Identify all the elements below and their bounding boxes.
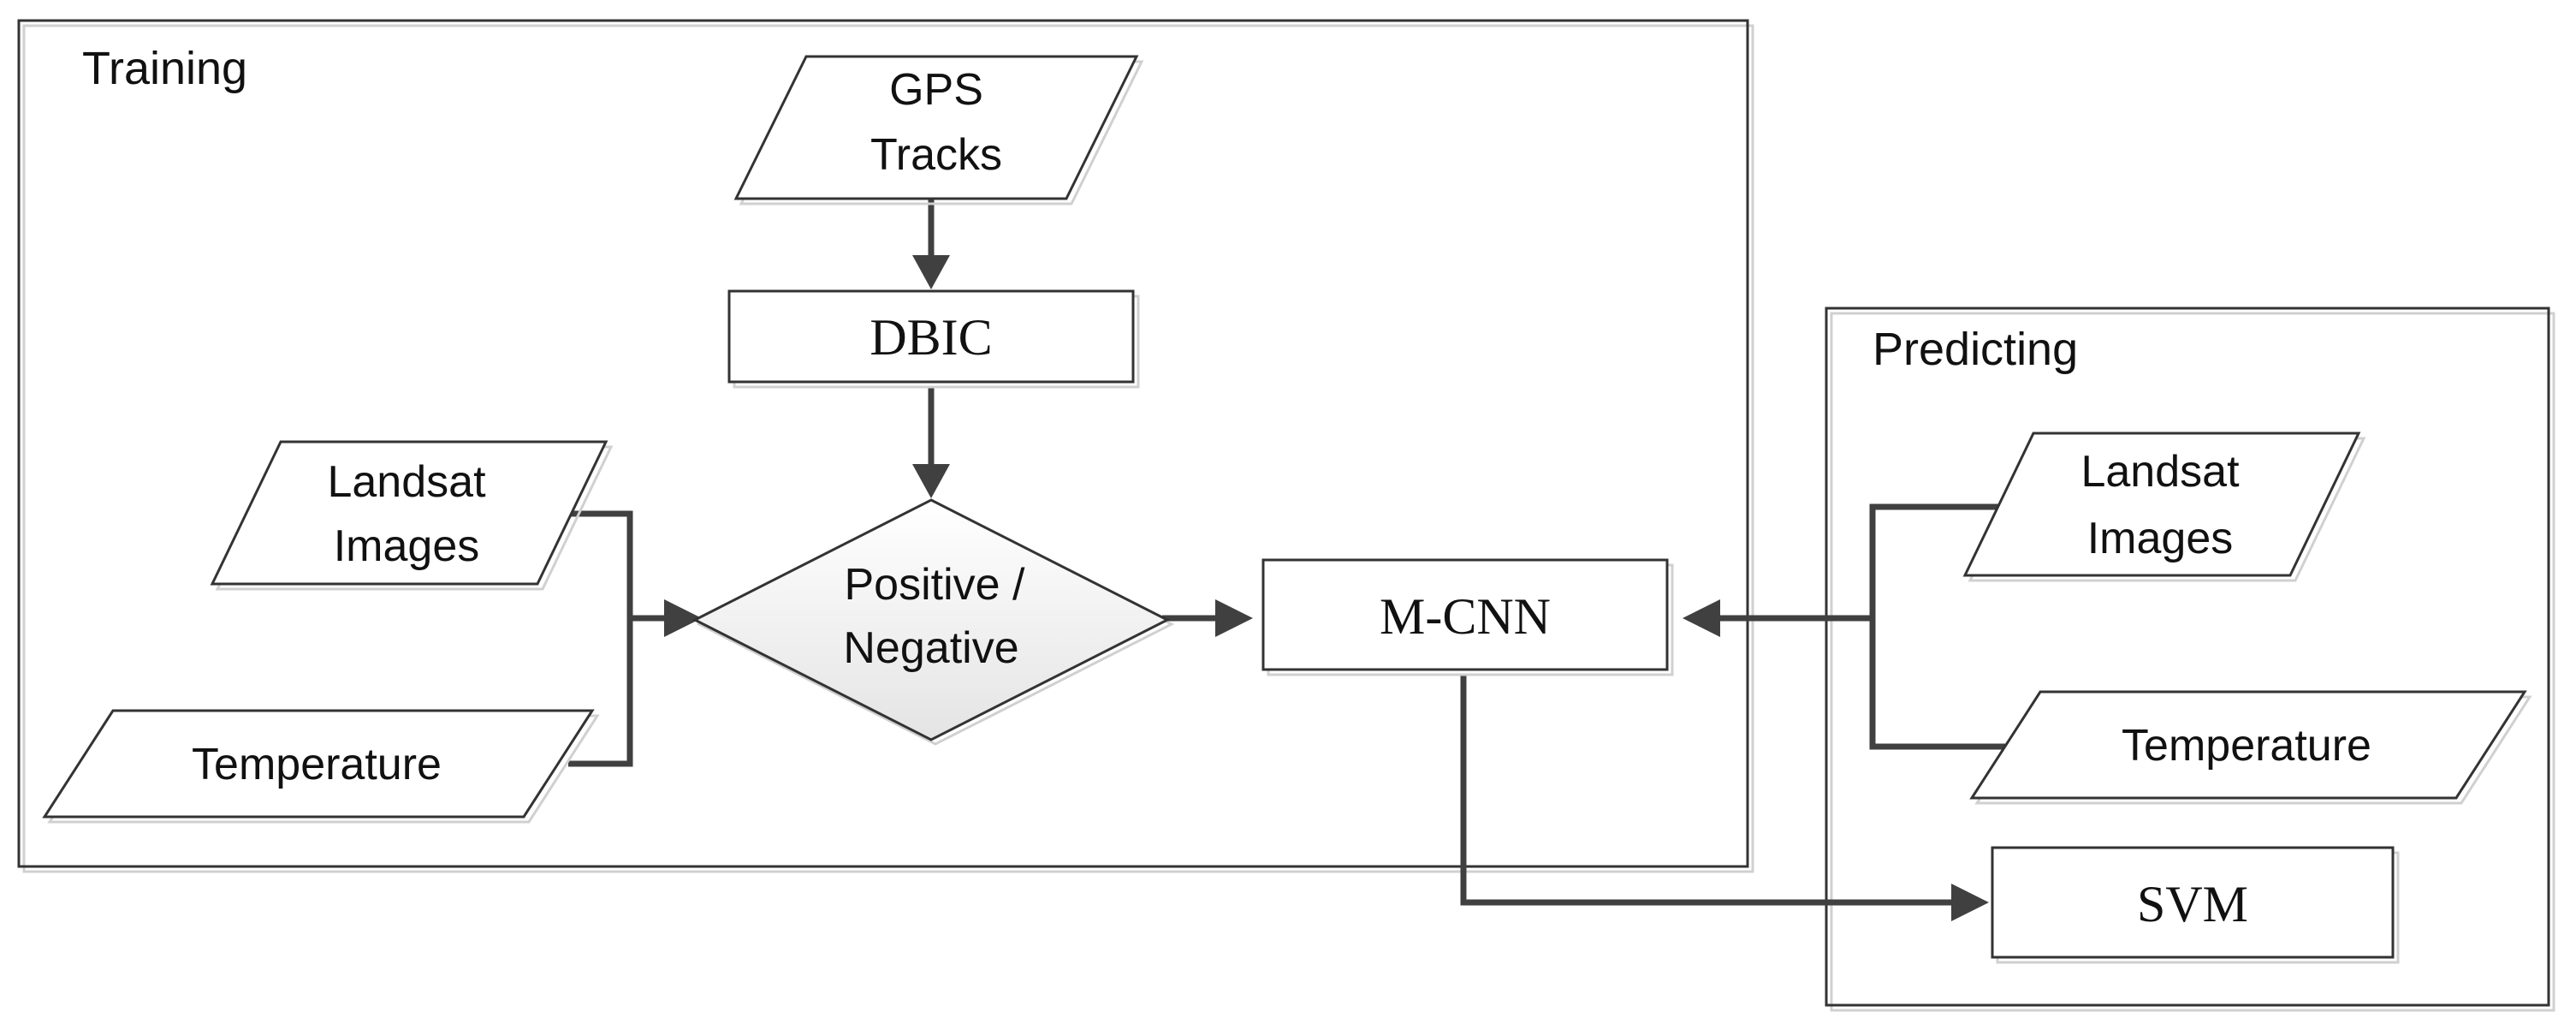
training-title: Training bbox=[82, 43, 247, 94]
connectors bbox=[565, 193, 2023, 906]
arrowhead-to-decision bbox=[912, 464, 950, 498]
training-landsat-node: Landsat Images bbox=[210, 440, 614, 591]
predicting-title: Predicting bbox=[1873, 324, 2078, 375]
predicting-temperature-label: Temperature bbox=[2122, 721, 2371, 771]
gps-tracks-line2: Tracks bbox=[870, 130, 1002, 180]
mcnn-label: M-CNN bbox=[1380, 588, 1551, 645]
svm-node: SVM bbox=[1991, 846, 2400, 964]
gps-tracks-node: GPS Tracks bbox=[733, 55, 1144, 205]
connector-mcnn-svm bbox=[1460, 674, 1956, 906]
arrowheads bbox=[664, 255, 1989, 921]
arrowhead-to-dbic bbox=[912, 255, 950, 289]
predicting-landsat-line2: Images bbox=[2087, 514, 2234, 563]
dbic-label: DBIC bbox=[870, 309, 992, 366]
gps-tracks-line1: GPS bbox=[889, 65, 983, 115]
training-temperature-node: Temperature bbox=[42, 709, 600, 824]
training-landsat-line2: Images bbox=[334, 521, 480, 571]
training-panel: Training bbox=[17, 19, 1754, 873]
decision-line2: Negative bbox=[843, 623, 1018, 673]
svm-label: SVM bbox=[2137, 876, 2248, 932]
arrowhead-to-mcnn-right bbox=[1683, 599, 1720, 637]
arrowhead-to-mcnn bbox=[1215, 599, 1253, 637]
predicting-landsat-node: Landsat Images bbox=[1962, 432, 2366, 582]
connector-predicting-inputs-bracket bbox=[1869, 503, 2023, 750]
positive-negative-decision: Positive / Negative bbox=[691, 498, 1175, 746]
mcnn-node: M-CNN bbox=[1261, 558, 1674, 676]
connector-training-inputs-bracket bbox=[565, 510, 633, 767]
predicting-temperature-node: Temperature bbox=[1969, 690, 2532, 805]
training-landsat-line1: Landsat bbox=[327, 457, 486, 507]
predicting-panel: Predicting bbox=[1825, 307, 2555, 1012]
arrowhead-to-svm bbox=[1951, 884, 1989, 921]
dbic-node: DBIC bbox=[727, 289, 1140, 389]
arrowhead-to-decision-left bbox=[664, 599, 702, 637]
training-temperature-label: Temperature bbox=[192, 740, 442, 789]
decision-line1: Positive / bbox=[845, 560, 1026, 610]
predicting-landsat-line1: Landsat bbox=[2080, 447, 2240, 497]
